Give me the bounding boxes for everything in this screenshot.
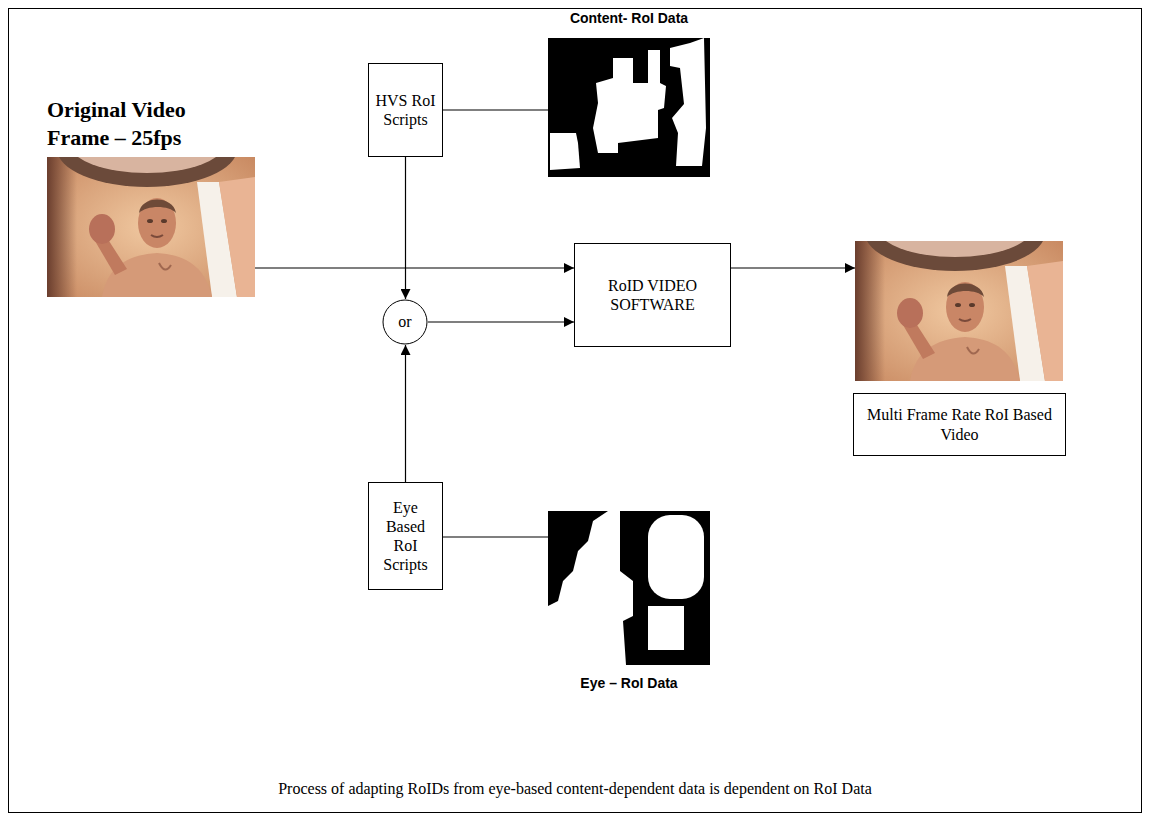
frame-heading: Original Video Frame – 25fps xyxy=(47,96,252,151)
image-label: Content- RoI Data xyxy=(528,10,730,26)
connector xyxy=(443,109,548,110)
box-label: HVS RoI Scripts xyxy=(373,91,438,129)
video-frame xyxy=(855,195,1063,381)
box-label: or xyxy=(398,312,411,331)
mask-image: Content- RoI Data xyxy=(548,38,710,177)
content-mask xyxy=(548,38,710,177)
box-label: Multi Frame Rate RoI Based Video xyxy=(858,405,1061,443)
mask-image: Eye – RoI Data xyxy=(548,511,710,665)
image-label: Eye – RoI Data xyxy=(528,675,730,691)
video-frame-node: Original Video Frame – 25fps xyxy=(47,157,255,297)
box-label: RoID VIDEO SOFTWARE xyxy=(579,276,726,314)
video-frame-node xyxy=(855,241,1063,381)
connector xyxy=(731,267,855,268)
script-box: Eye Based RoI Scripts xyxy=(368,482,443,590)
caption-box: Multi Frame Rate RoI Based Video xyxy=(853,393,1066,456)
box-label: Eye Based RoI Scripts xyxy=(373,498,438,575)
connector xyxy=(405,157,406,299)
eye-mask xyxy=(548,511,710,665)
connector xyxy=(255,267,574,268)
connector xyxy=(428,321,574,322)
connector xyxy=(405,345,406,482)
script-box: HVS RoI Scripts xyxy=(368,63,443,157)
figure-caption: Process of adapting RoIDs from eye-based… xyxy=(20,780,1130,798)
or-circle: or xyxy=(382,299,428,345)
connector xyxy=(443,536,548,537)
process-box: RoID VIDEO SOFTWARE xyxy=(574,243,731,347)
